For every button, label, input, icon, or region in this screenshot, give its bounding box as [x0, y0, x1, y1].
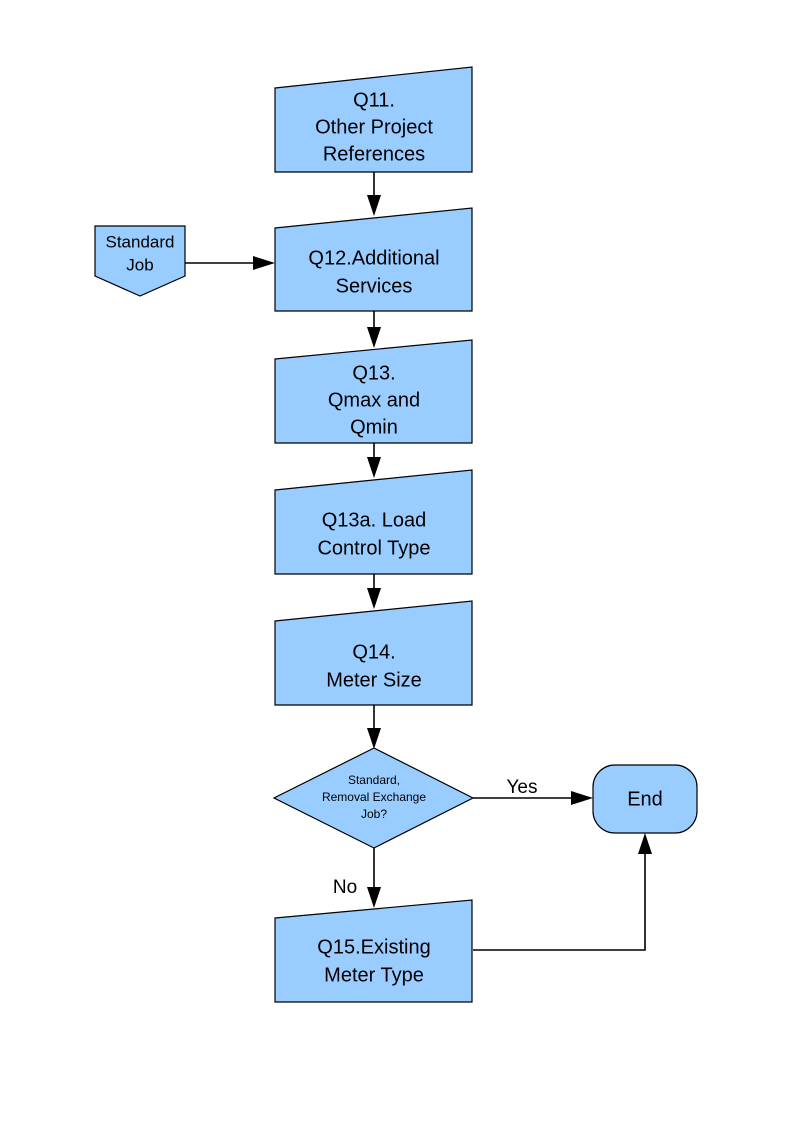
node-q13a-shape[interactable] — [274, 469, 473, 575]
node-q11[interactable]: Q11. Other Project References — [274, 66, 473, 173]
node-q15-line-2: Meter Type — [324, 964, 424, 986]
arrow-head-icon — [638, 833, 652, 854]
node-q12-shape[interactable] — [274, 207, 473, 312]
node-q15-line-1: Q15.Existing — [317, 936, 430, 958]
edge-q15-to-end — [473, 833, 652, 951]
node-end-label: End — [627, 788, 663, 810]
node-q14[interactable]: Q14. Meter Size — [274, 600, 473, 706]
node-q14-shape[interactable] — [274, 600, 473, 706]
node-decision-shape[interactable] — [272, 747, 475, 849]
arrow-head-icon — [367, 887, 381, 908]
node-q11-shape[interactable] — [274, 66, 473, 173]
arrow-head-icon — [253, 256, 275, 270]
node-q13-shape[interactable] — [274, 339, 473, 444]
edge-decision-to-end-yes — [473, 791, 593, 805]
arrow-head-icon — [571, 791, 593, 805]
node-standard-job[interactable]: Standard Job — [94, 225, 186, 297]
node-q13a-line-1: Q13a. Load — [322, 509, 427, 531]
node-q13-line-3: Qmin — [350, 416, 398, 438]
edge-line — [473, 851, 646, 951]
node-q13-line-1: Q13. — [352, 362, 395, 384]
node-q12-line-2: Services — [336, 275, 413, 297]
node-q12[interactable]: Q12.Additional Services — [274, 207, 473, 312]
node-q15-shape[interactable] — [274, 899, 473, 1003]
arrow-head-icon — [367, 728, 381, 749]
node-q13a[interactable]: Q13a. Load Control Type — [274, 469, 473, 575]
node-decision-line-3: Job? — [361, 807, 387, 821]
arrow-head-icon — [367, 457, 381, 478]
node-q11-line-1: Q11. — [353, 89, 395, 111]
edge-q12-to-q13 — [367, 311, 381, 348]
node-q13[interactable]: Q13. Qmax and Qmin — [274, 339, 473, 444]
arrow-head-icon — [367, 195, 381, 216]
edge-q11-to-q12 — [367, 172, 381, 216]
node-end[interactable]: End — [592, 764, 698, 834]
node-q14-line-1: Q14. — [352, 641, 395, 663]
node-q13a-line-2: Control Type — [317, 537, 430, 559]
arrow-head-icon — [367, 327, 381, 348]
node-standard-job-line-2: Job — [126, 255, 153, 274]
node-q13-line-2: Qmax and — [328, 389, 420, 411]
node-standard-job-line-1: Standard — [106, 232, 175, 251]
node-q11-line-2: Other Project — [315, 116, 433, 138]
node-decision[interactable]: Standard, Removal Exchange Job? — [272, 747, 475, 849]
node-q12-line-1: Q12.Additional — [308, 247, 439, 269]
node-q11-line-3: References — [323, 143, 425, 165]
edge-q13-to-q13a — [367, 443, 381, 478]
edge-standardjob-to-q12 — [185, 256, 275, 270]
edge-label-yes: Yes — [507, 777, 538, 798]
edge-q13a-to-q14 — [367, 574, 381, 609]
arrow-head-icon — [367, 588, 381, 609]
node-decision-line-1: Standard, — [348, 773, 400, 787]
node-end-shape[interactable] — [592, 764, 698, 834]
edge-q14-to-decision — [367, 705, 381, 749]
node-q14-line-2: Meter Size — [326, 669, 422, 691]
node-standard-job-shape[interactable] — [94, 225, 186, 297]
edge-label-no: No — [333, 877, 357, 898]
node-decision-line-2: Removal Exchange — [322, 790, 426, 804]
edge-decision-to-q15-no — [367, 848, 381, 908]
node-q15[interactable]: Q15.Existing Meter Type — [274, 899, 473, 1003]
